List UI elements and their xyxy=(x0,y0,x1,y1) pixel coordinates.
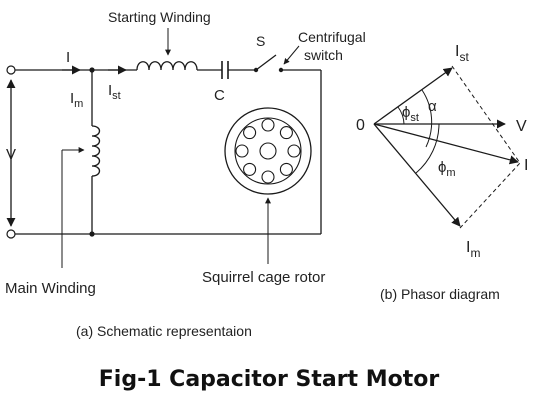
phi-m-arc xyxy=(415,123,440,174)
ist-label: Ist xyxy=(455,43,469,64)
phi-st-label: ϕst xyxy=(402,104,419,124)
current-i-label: I xyxy=(66,49,70,66)
squirrel-cage-rotor xyxy=(224,107,312,195)
schematic-caption: (a) Schematic representaion xyxy=(76,323,252,339)
phi-st-arc xyxy=(397,106,405,125)
dashed-im-to-i xyxy=(459,162,521,229)
v-label: V xyxy=(516,118,527,135)
ist-phasor xyxy=(373,67,453,125)
phi-m-label: ϕm xyxy=(438,159,456,179)
top-terminal xyxy=(6,65,16,75)
rotor-label: Squirrel cage rotor xyxy=(202,269,325,286)
im-phasor xyxy=(373,123,461,227)
phasor-caption: (b) Phasor diagram xyxy=(380,286,500,302)
centrifugal-label: Centrifugal xyxy=(298,29,366,45)
switch-label: switch xyxy=(304,47,343,63)
starting-winding-label: Starting Winding xyxy=(108,9,211,25)
i-label: I xyxy=(524,157,528,174)
switch-s-label: S xyxy=(256,33,265,49)
current-ist-label: Ist xyxy=(108,82,121,102)
main-winding-label: Main Winding xyxy=(5,280,96,297)
figure-title: Fig-1 Capacitor Start Motor xyxy=(99,367,440,392)
voltage-label: V xyxy=(6,146,16,163)
schematic: Starting Winding S Centrifugal switch I … xyxy=(5,9,366,339)
bottom-terminal xyxy=(6,229,16,239)
alpha-label: α xyxy=(428,98,437,115)
i-phasor xyxy=(373,123,519,165)
im-label: Im xyxy=(466,239,480,260)
current-im-label: Im xyxy=(70,90,83,110)
capacitor-label: C xyxy=(214,87,225,104)
main-winding-coil xyxy=(91,125,101,177)
switch-blade xyxy=(255,54,277,71)
phasor-diagram: 0 V I Ist Im ϕst α ϕm (b) Phasor diagram xyxy=(356,43,528,302)
origin-label: 0 xyxy=(356,117,365,134)
starting-winding-coil xyxy=(136,61,198,71)
dashed-ist-to-i xyxy=(451,65,521,164)
switch-pointer xyxy=(283,45,300,65)
alpha-arc xyxy=(421,89,433,148)
